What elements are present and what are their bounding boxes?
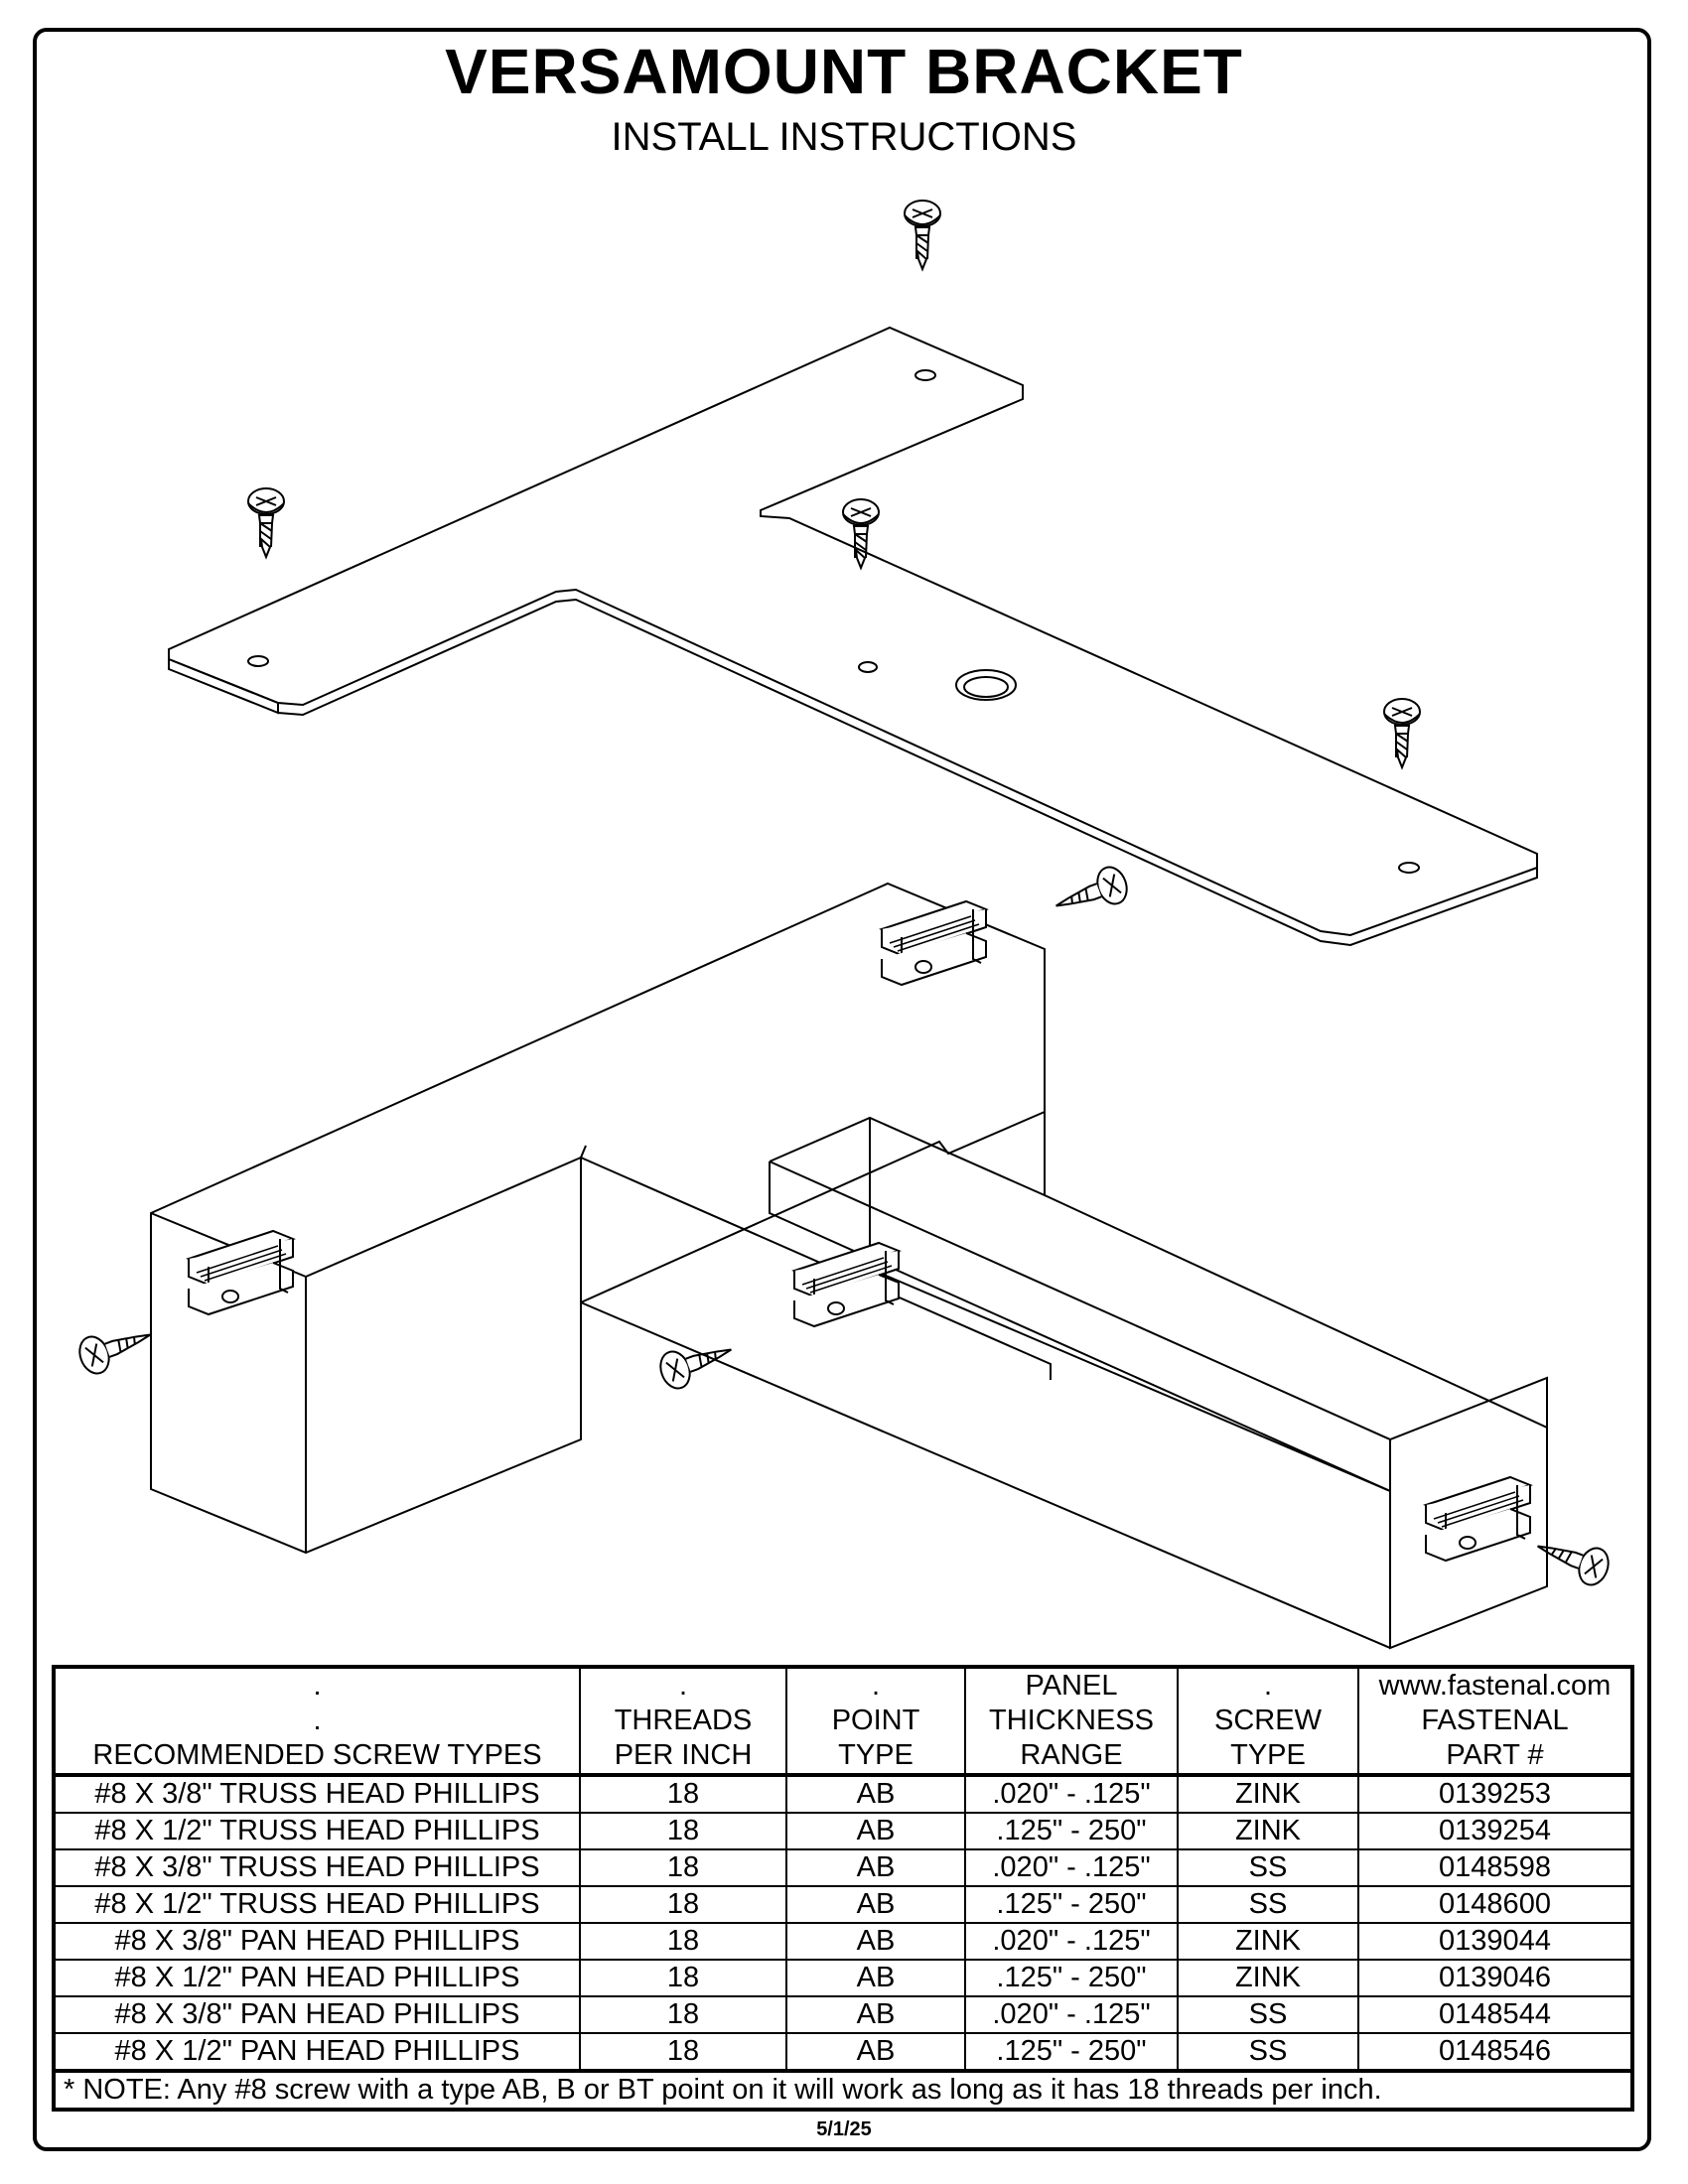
table-row: #8 X 3/8" PAN HEAD PHILLIPS 18 AB .020" …: [53, 1995, 1633, 2034]
column-header-point-type: . POINT TYPE: [785, 1666, 966, 1777]
cell-thickness: .020" - .125": [964, 1774, 1179, 1814]
column-header-part-number: www.fastenal.com FASTENAL PART #: [1357, 1666, 1633, 1777]
cell-thickness: .125" - 250": [964, 2032, 1179, 2072]
cell-threads: 18: [579, 1885, 787, 1924]
table-row: #8 X 3/8" TRUSS HEAD PHILLIPS 18 AB .020…: [53, 1848, 1633, 1887]
cell-point: AB: [785, 1995, 966, 2034]
column-header-screw-type: . SCREW TYPE: [1177, 1666, 1359, 1777]
cell-material: ZINK: [1177, 1812, 1359, 1850]
clip-icon: [1425, 1476, 1531, 1562]
cell-material: SS: [1177, 2032, 1359, 2072]
table-row: #8 X 1/2" PAN HEAD PHILLIPS 18 AB .125" …: [53, 2032, 1633, 2072]
screw-icon: [73, 1315, 158, 1379]
cell-part-number: 0139046: [1357, 1959, 1633, 1997]
bracket-exploded-diagram: [73, 200, 1615, 1658]
cell-part-number: 0139044: [1357, 1922, 1633, 1961]
cell-material: SS: [1177, 1995, 1359, 2034]
screw-icon: [1049, 862, 1133, 925]
screw-icon: [247, 487, 285, 558]
cell-threads: 18: [579, 1922, 787, 1961]
cell-material: ZINK: [1177, 1922, 1359, 1961]
cell-point: AB: [785, 1812, 966, 1850]
cell-thickness: .020" - .125": [964, 1922, 1179, 1961]
revision-date: 5/1/25: [816, 2118, 872, 2140]
cell-threads: 18: [579, 1848, 787, 1887]
cell-screw-type: #8 X 1/2" PAN HEAD PHILLIPS: [53, 2032, 581, 2072]
cell-point: AB: [785, 2032, 966, 2072]
cell-material: ZINK: [1177, 1959, 1359, 1997]
table-row: #8 X 3/8" TRUSS HEAD PHILLIPS 18 AB .020…: [53, 1774, 1633, 1814]
cell-part-number: 0148598: [1357, 1848, 1633, 1887]
cell-material: SS: [1177, 1848, 1359, 1887]
cell-threads: 18: [579, 1774, 787, 1814]
cell-part-number: 0139254: [1357, 1812, 1633, 1850]
page-subtitle: INSTALL INSTRUCTIONS: [611, 115, 1077, 159]
screw-icon: [1383, 698, 1421, 768]
cell-screw-type: #8 X 1/2" TRUSS HEAD PHILLIPS: [53, 1812, 581, 1850]
cell-screw-type: #8 X 3/8" TRUSS HEAD PHILLIPS: [53, 1848, 581, 1887]
cell-part-number: 0148546: [1357, 2032, 1633, 2072]
screw-icon: [1530, 1527, 1615, 1590]
cell-thickness: .020" - .125": [964, 1848, 1179, 1887]
cell-screw-type: #8 X 3/8" PAN HEAD PHILLIPS: [53, 1922, 581, 1961]
table-note-row: * NOTE: Any #8 screw with a type AB, B o…: [53, 2069, 1633, 2111]
page-border: [33, 28, 1651, 2151]
table-note: * NOTE: Any #8 screw with a type AB, B o…: [53, 2069, 1633, 2111]
cell-point: AB: [785, 1848, 966, 1887]
page-title: VERSAMOUNT BRACKET: [445, 36, 1243, 107]
cell-part-number: 0139253: [1357, 1774, 1633, 1814]
cell-threads: 18: [579, 1812, 787, 1850]
table-header-row: . . RECOMMENDED SCREW TYPES . THREADS PE…: [53, 1666, 1633, 1777]
cell-screw-type: #8 X 1/2" PAN HEAD PHILLIPS: [53, 1959, 581, 1997]
cell-thickness: .125" - 250": [964, 1885, 1179, 1924]
cell-thickness: .125" - 250": [964, 1959, 1179, 1997]
screw-specification-table: . . RECOMMENDED SCREW TYPES . THREADS PE…: [52, 1665, 1634, 2112]
cell-point: AB: [785, 1885, 966, 1924]
cell-point: AB: [785, 1774, 966, 1814]
cell-screw-type: #8 X 3/8" PAN HEAD PHILLIPS: [53, 1995, 581, 2034]
cell-thickness: .125" - 250": [964, 1812, 1179, 1850]
cell-screw-type: #8 X 1/2" TRUSS HEAD PHILLIPS: [53, 1885, 581, 1924]
cell-screw-type: #8 X 3/8" TRUSS HEAD PHILLIPS: [53, 1774, 581, 1814]
cell-material: ZINK: [1177, 1774, 1359, 1814]
screw-icon: [904, 200, 941, 270]
cell-part-number: 0148600: [1357, 1885, 1633, 1924]
table-row: #8 X 1/2" TRUSS HEAD PHILLIPS 18 AB .125…: [53, 1885, 1633, 1924]
cell-threads: 18: [579, 1959, 787, 1997]
table-row: #8 X 1/2" PAN HEAD PHILLIPS 18 AB .125" …: [53, 1959, 1633, 1997]
column-header-screw-types: . . RECOMMENDED SCREW TYPES: [53, 1666, 581, 1777]
clip-icon: [793, 1242, 900, 1327]
t-plate: [169, 328, 1537, 945]
column-header-threads: . THREADS PER INCH: [579, 1666, 787, 1777]
column-header-panel-thickness: PANEL THICKNESS RANGE: [964, 1666, 1179, 1777]
cell-thickness: .020" - .125": [964, 1995, 1179, 2034]
cell-threads: 18: [579, 1995, 787, 2034]
table-row: #8 X 3/8" PAN HEAD PHILLIPS 18 AB .020" …: [53, 1922, 1633, 1961]
screw-icon: [654, 1330, 739, 1394]
cell-point: AB: [785, 1959, 966, 1997]
cell-threads: 18: [579, 2032, 787, 2072]
table-row: #8 X 1/2" TRUSS HEAD PHILLIPS 18 AB .125…: [53, 1812, 1633, 1850]
cell-point: AB: [785, 1922, 966, 1961]
cell-part-number: 0148544: [1357, 1995, 1633, 2034]
cell-material: SS: [1177, 1885, 1359, 1924]
